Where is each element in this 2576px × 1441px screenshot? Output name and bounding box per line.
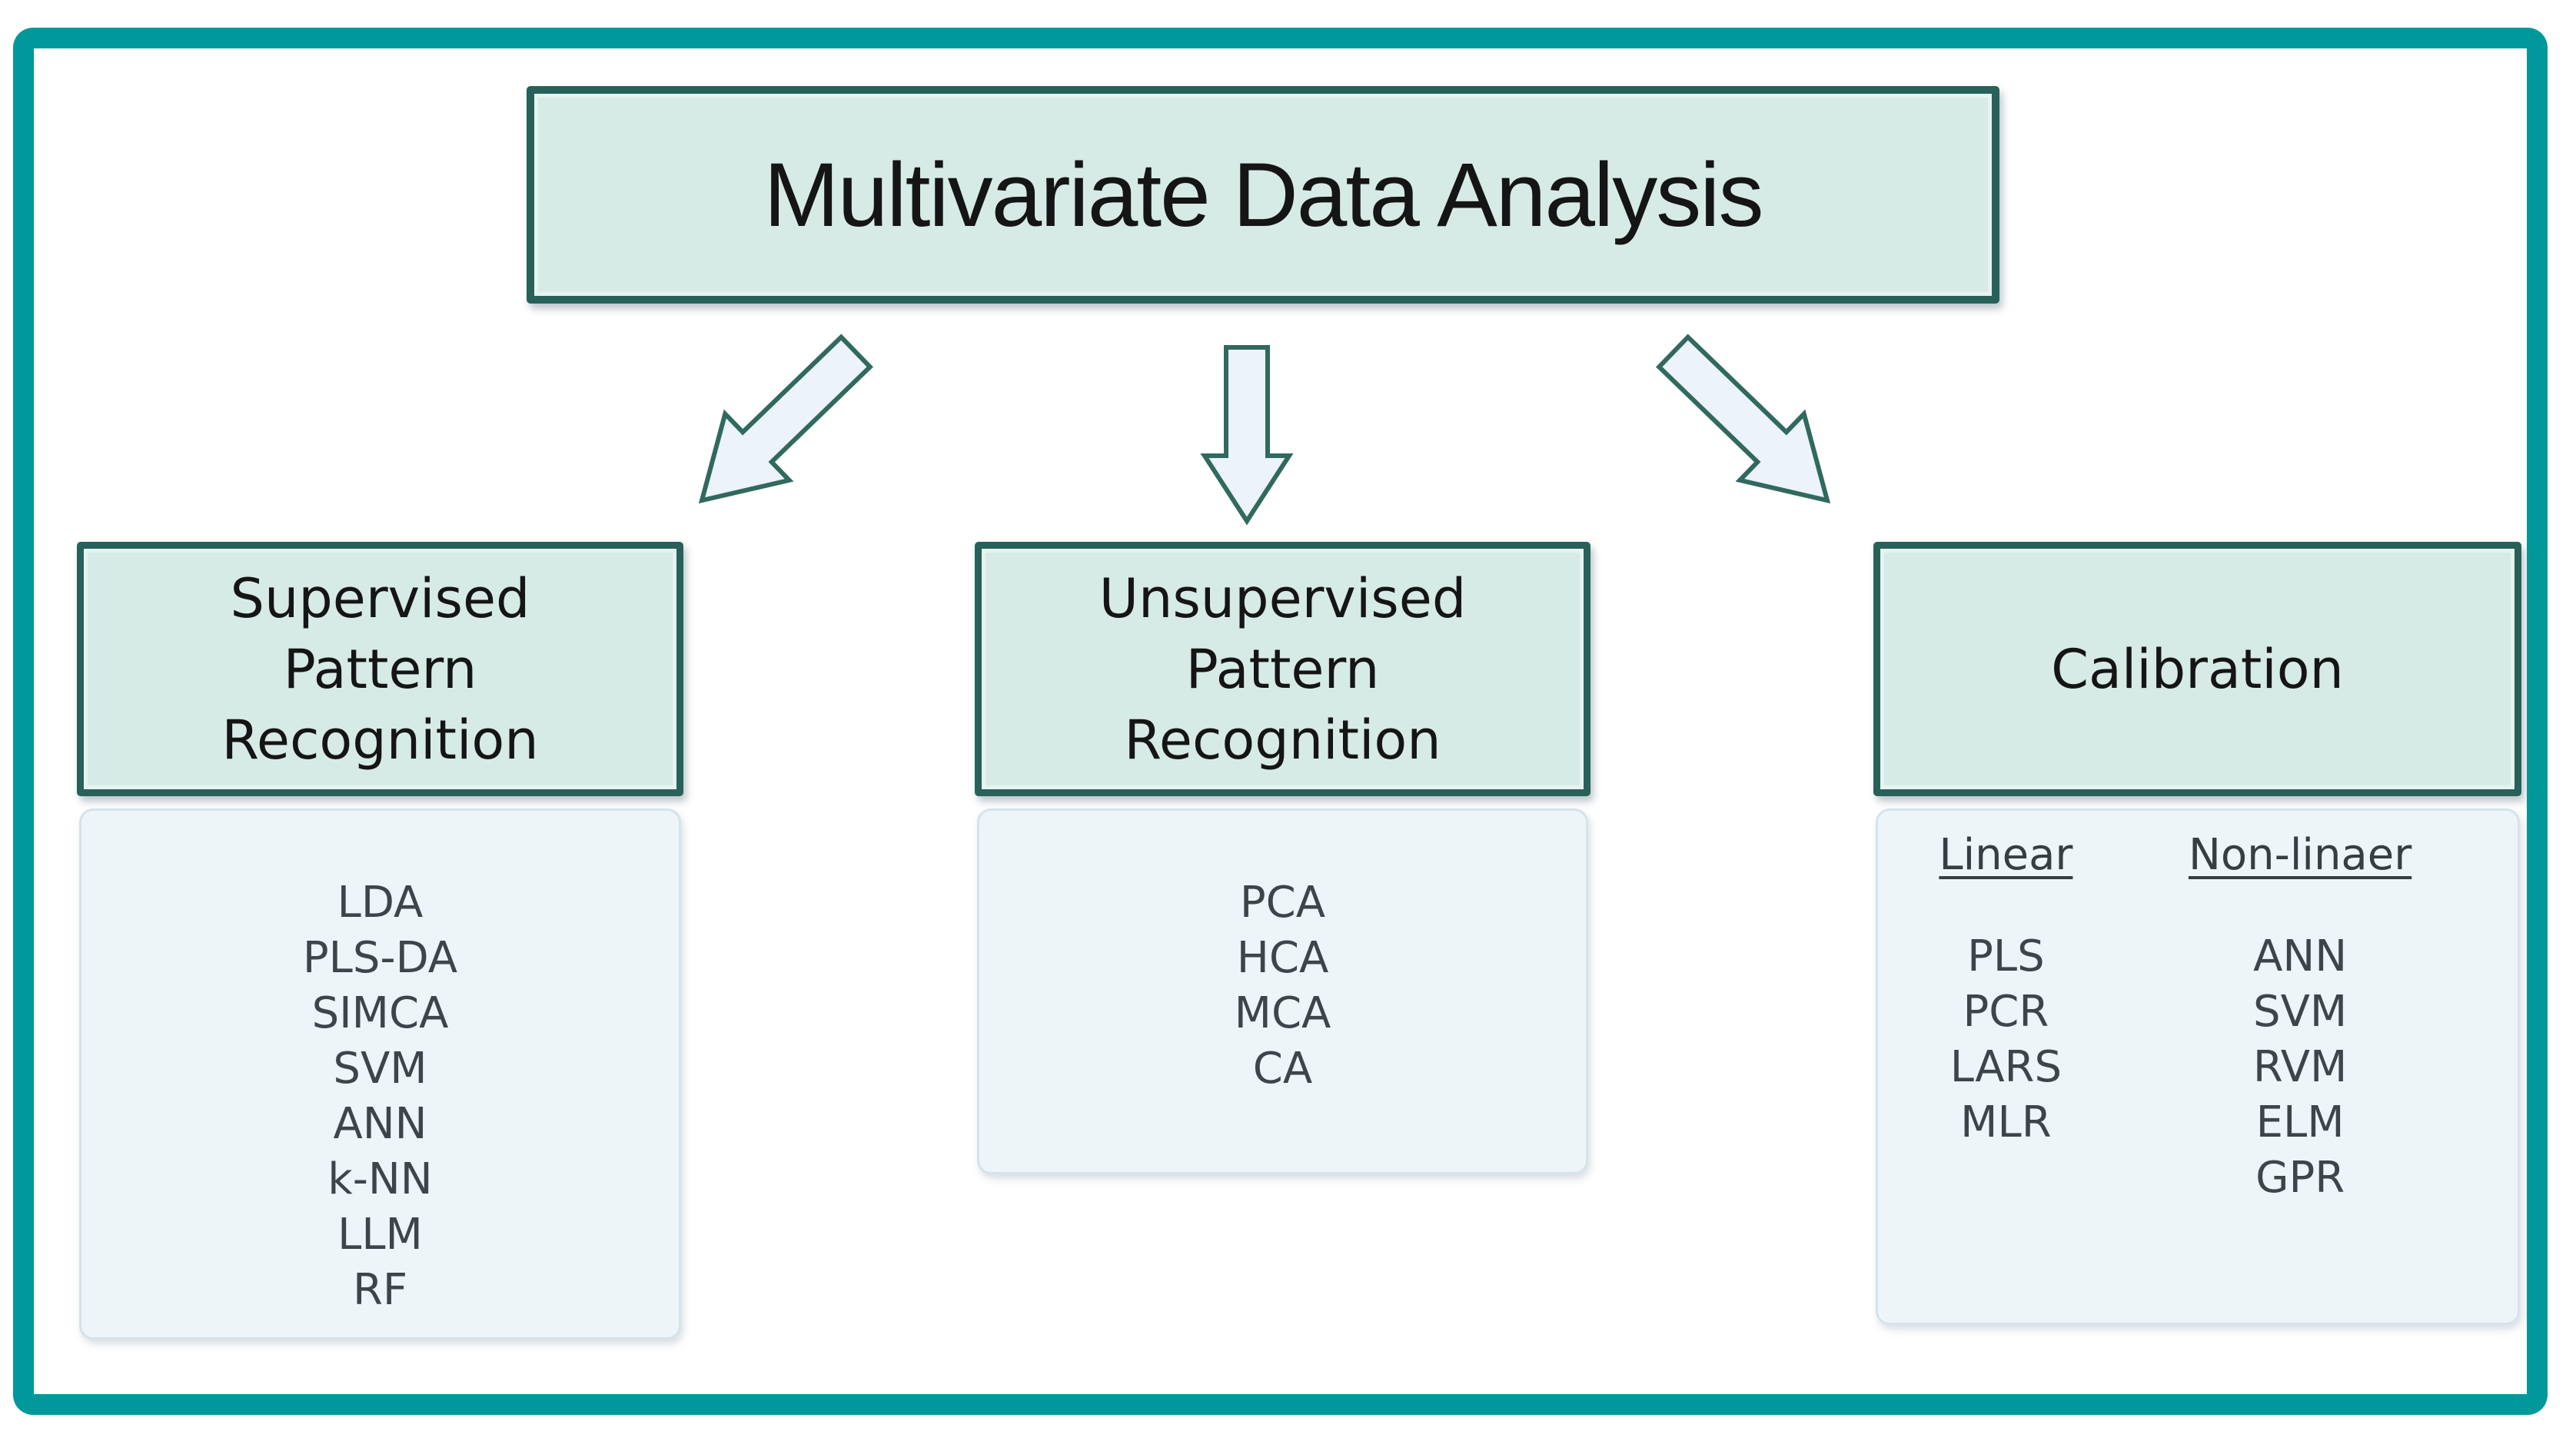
method-item: ANN [2253,931,2348,981]
calibration-methods-panel: Linear PLS PCR LARS MLR Non-linaer ANN S… [1876,808,2520,1325]
column-spacer [2134,883,2467,929]
column-header-nonlinear: Non-linaer [2188,830,2412,880]
arrow-down-left-icon [698,334,873,504]
method-item: PCA [1239,878,1326,928]
node-calibration: Calibration [1873,542,2521,796]
node-label-line: Recognition [221,708,539,772]
node-supervised-pattern-recognition: Supervised Pattern Recognition [77,542,683,796]
method-item: LARS [1949,1042,2062,1092]
method-item: MLR [1960,1097,2052,1147]
method-item: GPR [2255,1153,2345,1203]
method-item: HCA [1236,933,1329,983]
method-item: PCR [1963,987,2049,1037]
column-spacer [1878,883,2134,929]
outer-frame [13,28,2548,1415]
arrow-down-right-icon [1656,334,1831,504]
calibration-linear-column: Linear PLS PCR LARS MLR [1878,828,2134,1206]
method-item: LLM [337,1210,423,1260]
node-unsupervised-pattern-recognition: Unsupervised Pattern Recognition [975,542,1590,796]
method-item: MCA [1234,988,1331,1038]
method-item: SVM [2253,987,2348,1037]
root-node-label: Multivariate Data Analysis [763,144,1763,246]
unsupervised-methods-panel: PCA HCA MCA CA [977,808,1588,1174]
node-label-line: Pattern [283,637,477,701]
method-item: LDA [337,878,424,928]
node-label-line: Recognition [1124,708,1441,772]
node-label-line: Unsupervised [1099,566,1467,630]
method-item: PLS [1967,931,2045,981]
calibration-columns: Linear PLS PCR LARS MLR Non-linaer ANN S… [1878,828,2518,1206]
node-label-line: Pattern [1185,637,1380,701]
method-item: ANN [333,1099,427,1149]
method-item: RVM [2252,1042,2348,1092]
method-item: PLS-DA [302,933,458,983]
method-item: CA [1252,1044,1313,1094]
method-item: SVM [333,1044,427,1094]
method-item: SIMCA [311,988,449,1038]
node-label-line: Supervised [230,566,530,630]
arrow-down-icon [1200,345,1294,526]
column-header-linear: Linear [1939,830,2073,880]
calibration-nonlinear-column: Non-linaer ANN SVM RVM ELM GPR [2134,828,2467,1206]
method-item: ELM [2255,1097,2345,1147]
root-node: Multivariate Data Analysis [527,86,1999,304]
method-item: k-NN [327,1154,433,1204]
supervised-methods-panel: LDA PLS-DA SIMCA SVM ANN k-NN LLM RF [79,808,681,1340]
method-item: RF [352,1265,408,1315]
node-label-line: Calibration [2051,637,2344,701]
